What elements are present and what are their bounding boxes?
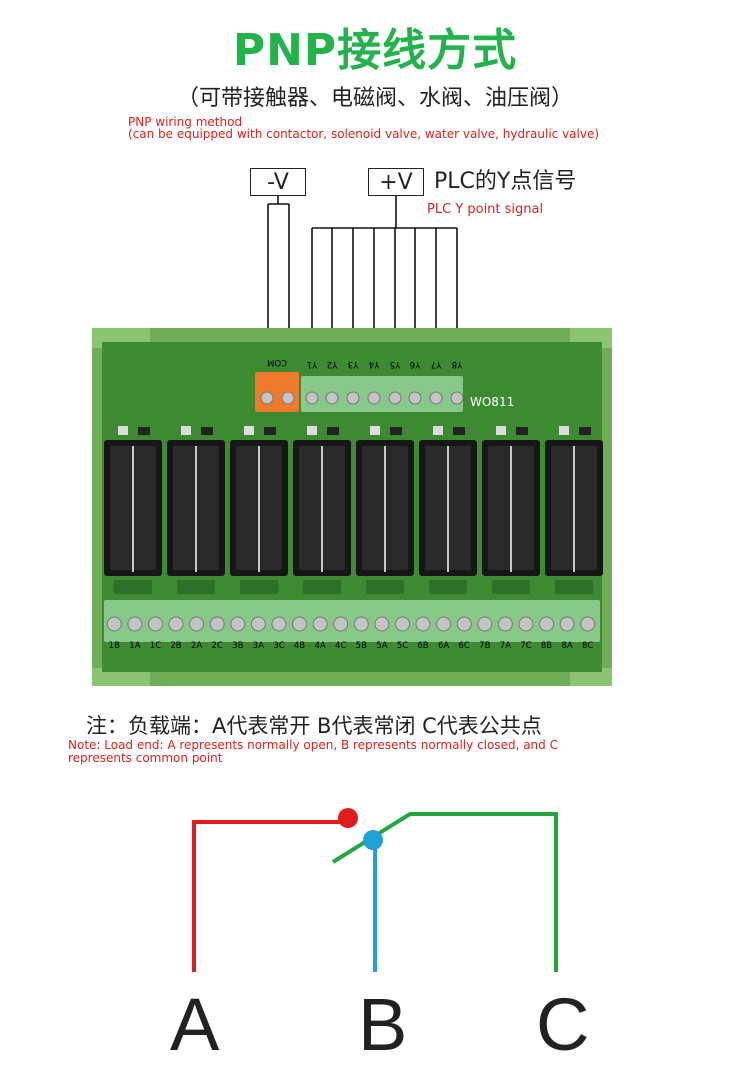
output-terminal-label: 4A — [314, 641, 325, 651]
com-terminal — [255, 372, 299, 412]
output-terminal-screw — [559, 616, 575, 632]
output-terminal-label: 8B — [541, 641, 552, 651]
output-terminal-screw — [127, 616, 143, 632]
output-terminal-screw — [189, 616, 205, 632]
input-terminal-labels: Y1 Y2 Y3 Y4 Y5 Y6 Y7 Y8 — [307, 359, 464, 369]
output-terminal-screw — [436, 616, 452, 632]
input-terminal-label: Y3 — [348, 359, 360, 369]
plus-v-box: +V — [368, 168, 424, 196]
output-terminal-screw — [250, 616, 266, 632]
output-terminal-screw — [333, 616, 349, 632]
contact-point-b — [363, 830, 383, 850]
input-terminal-label: Y6 — [410, 359, 422, 369]
rail-clip-right-bottom — [570, 668, 612, 686]
output-terminal-screw — [539, 616, 554, 632]
input-terminal-label: Y2 — [327, 359, 339, 369]
relay-board: COM Y1 Y2 Y3 Y4 Y5 Y6 Y7 Y8 WO811 — [92, 328, 612, 686]
relay-row — [104, 426, 603, 594]
output-terminal-labels: 1B 1A 1C 2B 2A 2C 3B 3A 3C 4B 4A 4C 5B 5A 5C 6B 6A 6C 7B 7A… — [109, 641, 594, 651]
output-terminal-screw — [518, 616, 534, 632]
plc-signal-label-cn: PLC的Y点信号 — [434, 169, 577, 194]
output-terminal-label: 5C — [397, 641, 408, 651]
relay — [482, 426, 540, 594]
wiring-method-note-en-detail: (can be equipped with contactor, solenoi… — [128, 127, 600, 141]
rail-clip-left-bottom — [92, 668, 150, 686]
input-terminal-label: Y4 — [369, 359, 381, 369]
output-terminal-screw — [395, 616, 410, 632]
contact-label-c: C — [536, 983, 590, 1066]
contact-label-b: B — [358, 983, 408, 1066]
input-terminal-label: Y8 — [452, 359, 464, 369]
output-terminal-screw — [497, 616, 513, 632]
output-terminal-screw — [477, 616, 493, 632]
output-terminal-screw — [148, 616, 163, 632]
output-terminal-label: 3B — [232, 641, 243, 651]
output-terminal-label: 6B — [417, 641, 428, 651]
wire-a-red — [192, 820, 348, 972]
output-terminal-label: 2B — [170, 641, 181, 651]
page-subtitle: （可带接触器、电磁阀、水阀、油压阀） — [176, 86, 573, 111]
board-model-label: WO811 — [470, 395, 514, 409]
output-terminal-label: 5B — [356, 641, 367, 651]
output-terminal-label: 8A — [561, 641, 572, 651]
plc-signal-label-en: PLC Y point signal — [427, 202, 544, 217]
relay — [545, 426, 603, 594]
wiring-method-note-en: PNP wiring method — [128, 115, 243, 129]
output-terminal-screw — [230, 616, 246, 632]
output-terminal-label: 7A — [500, 641, 511, 651]
output-terminal-label: 1B — [109, 641, 120, 651]
output-terminal-screw — [456, 616, 472, 632]
output-terminal-label: 1A — [129, 641, 140, 651]
output-terminal-block — [104, 600, 600, 642]
output-terminal-label: 6A — [438, 641, 449, 651]
load-end-note-cn: 注：负载端：A代表常开 B代表常闭 C代表公共点 — [86, 714, 542, 738]
output-terminal-label: 4B — [294, 641, 305, 651]
relay — [167, 426, 225, 594]
relay — [356, 426, 414, 594]
output-terminal-label: 1C — [150, 641, 161, 651]
relay — [104, 426, 162, 594]
input-terminal-block — [301, 376, 464, 412]
output-terminal-label: 8C — [582, 641, 593, 651]
output-terminal-screw — [353, 616, 369, 632]
plus-v-wires — [311, 196, 466, 340]
output-terminal-screw — [374, 616, 390, 632]
input-terminal-label: Y1 — [307, 359, 319, 369]
output-terminal-screw — [312, 616, 328, 632]
input-terminal-label: Y7 — [431, 359, 443, 369]
output-terminal-label: 3A — [253, 641, 264, 651]
output-terminal-screw — [271, 616, 287, 632]
minus-v-wires — [267, 196, 298, 340]
relay — [293, 426, 351, 594]
output-terminal-label: 5A — [376, 641, 387, 651]
contact-point-a — [338, 808, 358, 828]
output-terminal-label: 2C — [212, 641, 223, 651]
output-terminal-label: 7B — [479, 641, 490, 651]
output-terminal-screw — [292, 616, 307, 632]
output-terminal-label: 3C — [273, 641, 284, 651]
output-terminal-label: 7C — [520, 641, 531, 651]
minus-v-box: -V — [250, 168, 306, 196]
load-end-note-en: Note: Load end: A represents normally op… — [68, 738, 558, 752]
output-terminal-screw — [106, 616, 122, 632]
relay — [419, 426, 477, 594]
output-terminal-screw — [209, 616, 225, 632]
output-terminal-label: 4C — [335, 641, 346, 651]
input-terminal-label: Y5 — [390, 359, 402, 369]
output-terminal-screw — [168, 616, 184, 632]
output-terminal-label: 2A — [191, 641, 202, 651]
com-label: COM — [267, 357, 287, 367]
contact-diagram — [192, 808, 558, 972]
contact-label-a: A — [170, 983, 220, 1066]
output-terminal-label: 6C — [459, 641, 470, 651]
input-wiring-diagram — [267, 196, 466, 340]
load-end-note-en-cont: represents common point — [68, 751, 223, 765]
output-terminal-screw — [415, 616, 431, 632]
relay — [230, 426, 288, 594]
page-title: PNP接线方式 — [232, 25, 518, 76]
output-terminal-screw — [580, 616, 596, 632]
